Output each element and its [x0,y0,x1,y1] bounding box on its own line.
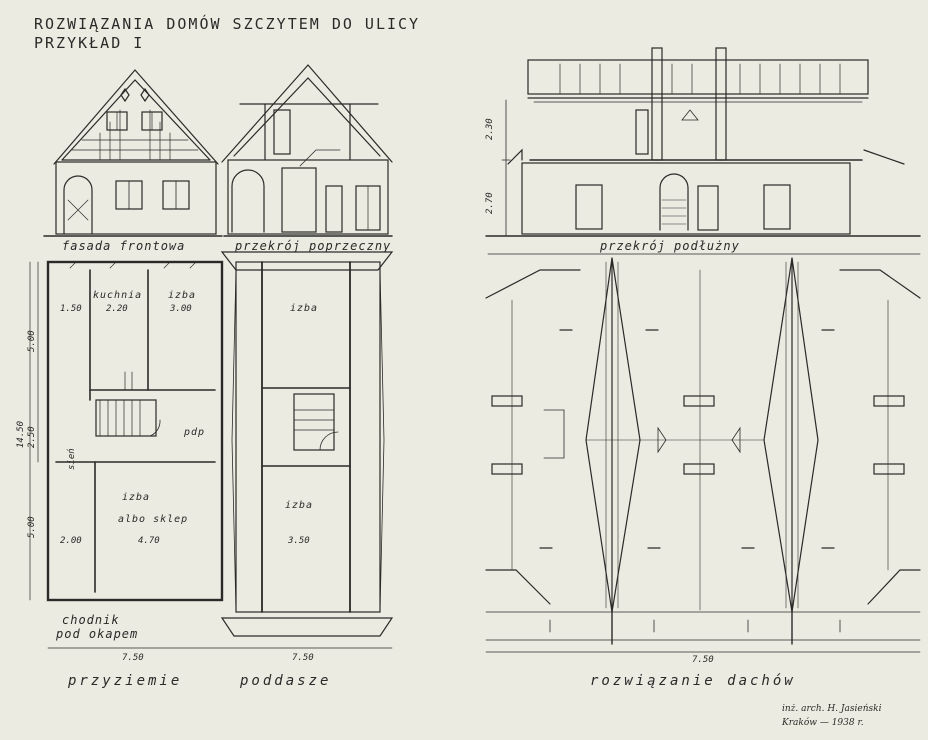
sheet-subtitle: PRZYKŁAD I [34,34,145,52]
roof-dim-750: 7.50 [692,655,714,665]
ground-vdim-250: 2.50 [27,426,37,448]
roof-plan [485,253,921,653]
signature-line2: Kraków — 1938 r. [782,718,864,728]
ground-vdim-500-top: 5.00 [27,330,37,352]
cross-section-drawing [221,64,393,237]
ground-floor-plan [29,260,224,649]
signature-line1: inż. arch. H. Jasieński [782,704,882,714]
ground-dim-750: 7.50 [122,653,144,663]
ground-floor-caption: przyziemie [68,673,183,689]
ground-dim-200: 2.00 [60,536,82,546]
room-label-hall: sień [67,448,77,470]
long-section-caption: przekrój podłużny [600,239,740,253]
ground-dim-470: 4.70 [138,536,160,546]
attic-caption: poddasze [240,673,332,689]
attic-dim-350: 3.50 [288,536,310,546]
attic-dim-750: 7.50 [292,653,314,663]
ground-dim-150: 1.50 [60,304,82,314]
attic-room-label-upper: izba [290,303,319,314]
long-section-drawing [485,47,921,237]
sheet-title: ROZWIĄZANIA DOMÓW SZCZYTEM DO ULICY [34,15,421,33]
room-label-kitchen: kuchnia [93,290,143,301]
long-section-dim-lower: 2.70 [485,192,495,214]
ground-vdim-1450: 14.50 [16,420,26,448]
roof-plan-caption: rozwiązanie dachów [590,673,796,689]
ground-dim-300: 3.00 [170,304,192,314]
cross-section-caption: przekrój poprzeczny [235,239,392,253]
long-section-dim-upper: 2.30 [485,118,495,140]
attic-plan [220,251,394,649]
room-label-shop: albo sklep [118,514,189,525]
front-facade-drawing [43,69,223,237]
room-label-izba-2: izba [122,492,151,503]
ground-vdim-500-bottom: 5.00 [27,516,37,538]
ground-dim-220: 2.20 [106,304,128,314]
room-label-pdp: pdp [184,427,206,438]
street-note-line2: pod okapem [56,627,139,641]
room-label-izba-1: izba [168,290,197,301]
street-note-line1: chodnik [62,613,120,627]
front-facade-caption: fasada frontowa [62,239,186,253]
attic-room-label-lower: izba [285,500,314,511]
